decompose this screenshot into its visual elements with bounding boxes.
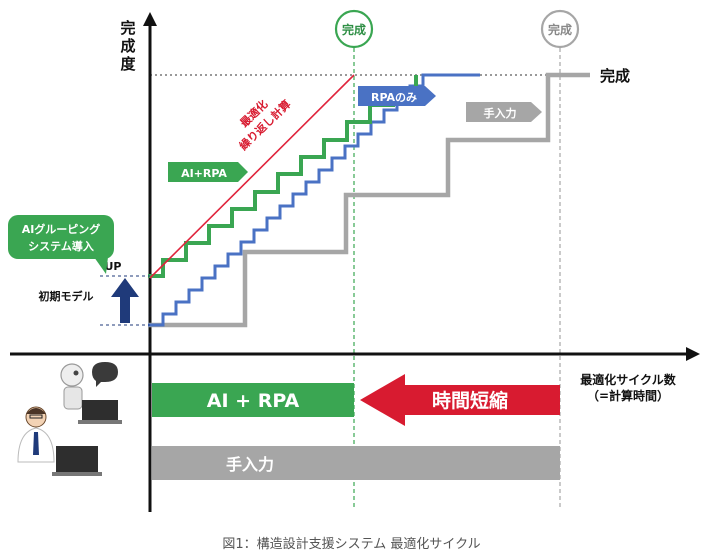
rpa-only-step-line (148, 73, 480, 327)
ai-grouping-text-2: システム導入 (28, 239, 94, 253)
optimization-label: 最適化 繰り返し計算 (236, 97, 293, 153)
y-axis-label-3: 度 (120, 55, 136, 73)
ai-grouping-text-1: AIグルーピング (22, 222, 101, 236)
ai-rpa-bar (152, 383, 354, 417)
ai-rpa-tag-text: AI+RPA (181, 167, 227, 180)
x-axis-arrowhead (686, 347, 700, 361)
figure-caption: 図1：構造設計支援システム 最適化サイクル (222, 537, 481, 552)
manual-tag: 手入力 (466, 102, 542, 122)
x-axis-label-2: （=計算時間） (587, 388, 669, 403)
person-laptop-icon (56, 446, 98, 472)
rpa-only-tag: RPAのみ (358, 86, 436, 106)
manual-completion-marker: 完成 (540, 9, 580, 49)
ai-robot-illustration (60, 362, 122, 424)
ai-rpa-tag: AI+RPA (168, 162, 248, 182)
manual-tag-text: 手入力 (484, 106, 517, 120)
robot-laptop-icon (82, 400, 118, 420)
manual-step-line (148, 72, 590, 328)
rpa-only-tag-text: RPAのみ (371, 91, 417, 104)
manual-bar (152, 446, 560, 480)
time-reduction-arrow (360, 374, 560, 426)
manual-bar-text: 手入力 (226, 455, 274, 474)
optimization-red-line (149, 74, 355, 279)
optimization-cycle-diagram: 完 成 度 完成 完成 完成 UP 初期モデル AIグルーピング システム導入 … (8, 9, 700, 512)
ai-rpa-completion-marker: 完成 (334, 9, 374, 49)
y-axis-arrowhead (143, 12, 157, 26)
ai-grouping-callout: AIグルーピング システム導入 (8, 215, 114, 274)
x-axis-label-1: 最適化サイクル数 (580, 372, 676, 387)
ai-thought-bubble-icon (92, 362, 118, 387)
ai-rpa-completion-text: 完成 (342, 22, 366, 37)
y-axis-label-2: 成 (120, 37, 135, 55)
manual-completion-text: 完成 (548, 22, 572, 37)
up-label: UP (105, 260, 122, 273)
ai-rpa-bar-text: AI + RPA (207, 390, 300, 412)
y-axis-label-1: 完 (120, 19, 135, 37)
time-reduction-text: 時間短縮 (432, 389, 508, 412)
initial-model-label: 初期モデル (39, 289, 94, 303)
completion-label: 完成 (600, 67, 630, 85)
person-illustration (17, 406, 102, 476)
up-arrow-icon (111, 278, 139, 323)
